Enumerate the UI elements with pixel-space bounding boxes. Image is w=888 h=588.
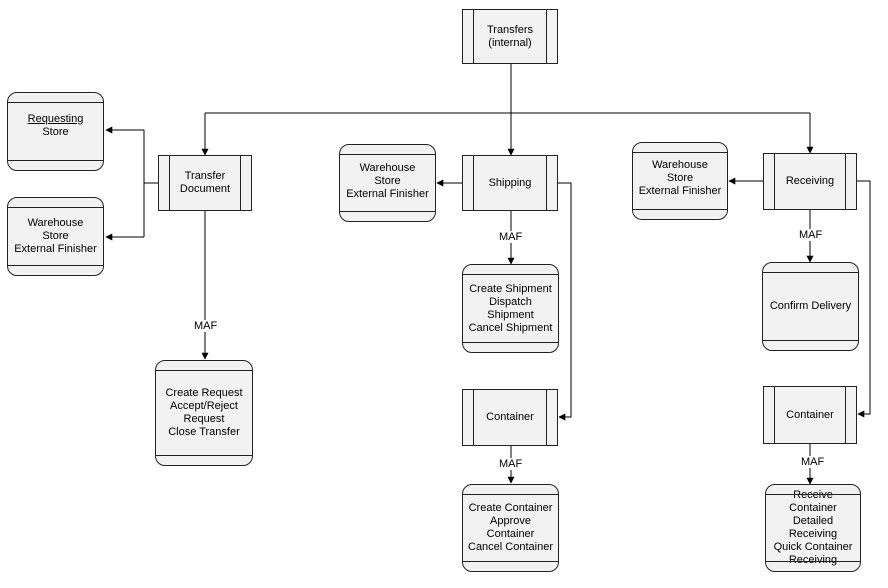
process-sh-container-label: Container — [486, 411, 534, 423]
process-transfer-document-line2: Document — [179, 183, 231, 195]
store-band-top — [766, 494, 860, 495]
process-receiving[interactable]: Receiving — [763, 153, 857, 210]
rc-container-actions-line1: Receive Container — [789, 489, 837, 514]
rc-warehouse-line3: External Finisher — [638, 184, 722, 197]
td-warehouse-line2: Store — [42, 230, 69, 242]
process-transfer-document-line1: Transfer — [184, 170, 226, 182]
process-transfer-document[interactable]: Transfer Document — [158, 155, 252, 211]
rc-actions-line1: Confirm Delivery — [769, 300, 852, 312]
td-actions-line1: Create Request — [165, 387, 243, 399]
sh-container-actions-line2: Approve Container — [486, 515, 535, 540]
store-band-top — [463, 494, 558, 495]
store-band-bottom — [8, 265, 103, 266]
store-band-top — [8, 102, 103, 103]
rc-warehouse-line1: Warehouse — [652, 158, 708, 171]
store-rc-container-actions[interactable]: Receive Container Detailed Receiving Qui… — [765, 484, 861, 572]
maf-label-shipping: MAF — [498, 231, 524, 243]
store-sh-warehouse[interactable]: Warehouse Store External Finisher — [339, 144, 436, 222]
rc-container-actions-line2: Detailed Receiving — [788, 515, 838, 540]
td-warehouse-line3: External Finisher — [14, 243, 97, 255]
td-actions-line3: Request — [183, 413, 225, 425]
requesting-store-line2: Store — [42, 125, 69, 138]
store-sh-container-actions[interactable]: Create Container Approve Container Cance… — [462, 484, 559, 572]
edge-receiving-to-container — [857, 180, 871, 418]
maf-label-sh-container: MAF — [498, 458, 524, 470]
process-rc-container[interactable]: Container — [763, 386, 857, 444]
store-band-bottom — [8, 160, 103, 161]
store-band-top — [8, 207, 103, 208]
process-transfers-internal[interactable]: Transfers (internal) — [462, 9, 558, 64]
store-band-bottom — [156, 455, 252, 456]
sh-actions-line1: Create Shipment — [469, 282, 552, 295]
store-rc-actions[interactable]: Confirm Delivery — [762, 262, 859, 351]
sh-warehouse-line1: Warehouse — [359, 161, 416, 174]
store-requesting-store[interactable]: Requesting Store — [7, 92, 104, 171]
store-band-bottom — [463, 342, 558, 343]
maf-label-rc-container: MAF — [800, 456, 826, 468]
rc-container-actions-line4: Receiving — [788, 554, 838, 566]
store-rc-warehouse[interactable]: Warehouse Store External Finisher — [632, 142, 728, 220]
store-band-top — [763, 272, 858, 273]
store-band-top — [463, 274, 558, 275]
store-band-bottom — [340, 211, 435, 212]
rc-warehouse-line2: Store — [666, 171, 694, 184]
store-band-bottom — [463, 561, 558, 562]
store-sh-actions[interactable]: Create Shipment Dispatch Shipment Cancel… — [462, 264, 559, 353]
process-shipping-label: Shipping — [488, 176, 532, 189]
store-td-actions[interactable]: Create Request Accept/Reject Request Clo… — [155, 360, 253, 466]
td-actions-line4: Close Transfer — [168, 426, 240, 438]
sh-container-actions-line1: Create Container — [468, 502, 553, 514]
maf-label-receiving: MAF — [798, 229, 824, 241]
rc-container-actions-line3: Quick Container — [773, 541, 853, 553]
store-band-bottom — [763, 340, 858, 341]
sh-warehouse-line2: Store — [374, 174, 401, 187]
sh-warehouse-line3: External Finisher — [346, 187, 429, 200]
sh-actions-line3: Cancel Shipment — [468, 321, 553, 334]
maf-label-transfer-document: MAF — [193, 320, 219, 332]
edge-shipping-to-container — [558, 182, 572, 421]
td-warehouse-line1: Warehouse — [27, 217, 84, 229]
store-td-warehouse[interactable]: Warehouse Store External Finisher — [7, 197, 104, 276]
store-band-top — [340, 154, 435, 155]
store-band-top — [633, 152, 727, 153]
sh-actions-line2: Dispatch Shipment — [487, 295, 534, 321]
store-band-top — [156, 370, 252, 371]
process-rc-container-label: Container — [786, 408, 834, 421]
td-actions-line2: Accept/Reject — [170, 400, 238, 412]
process-receiving-label: Receiving — [785, 175, 835, 187]
store-band-bottom — [766, 561, 860, 562]
edge-td-bus — [143, 130, 158, 237]
requesting-store-line1: Requesting — [27, 112, 84, 125]
process-shipping[interactable]: Shipping — [462, 155, 558, 211]
store-band-bottom — [633, 209, 727, 210]
process-sh-container[interactable]: Container — [462, 389, 558, 446]
process-transfers-internal-line2: (internal) — [488, 36, 532, 49]
sh-container-actions-line3: Cancel Container — [468, 541, 553, 553]
process-transfers-internal-line1: Transfers — [486, 23, 534, 36]
